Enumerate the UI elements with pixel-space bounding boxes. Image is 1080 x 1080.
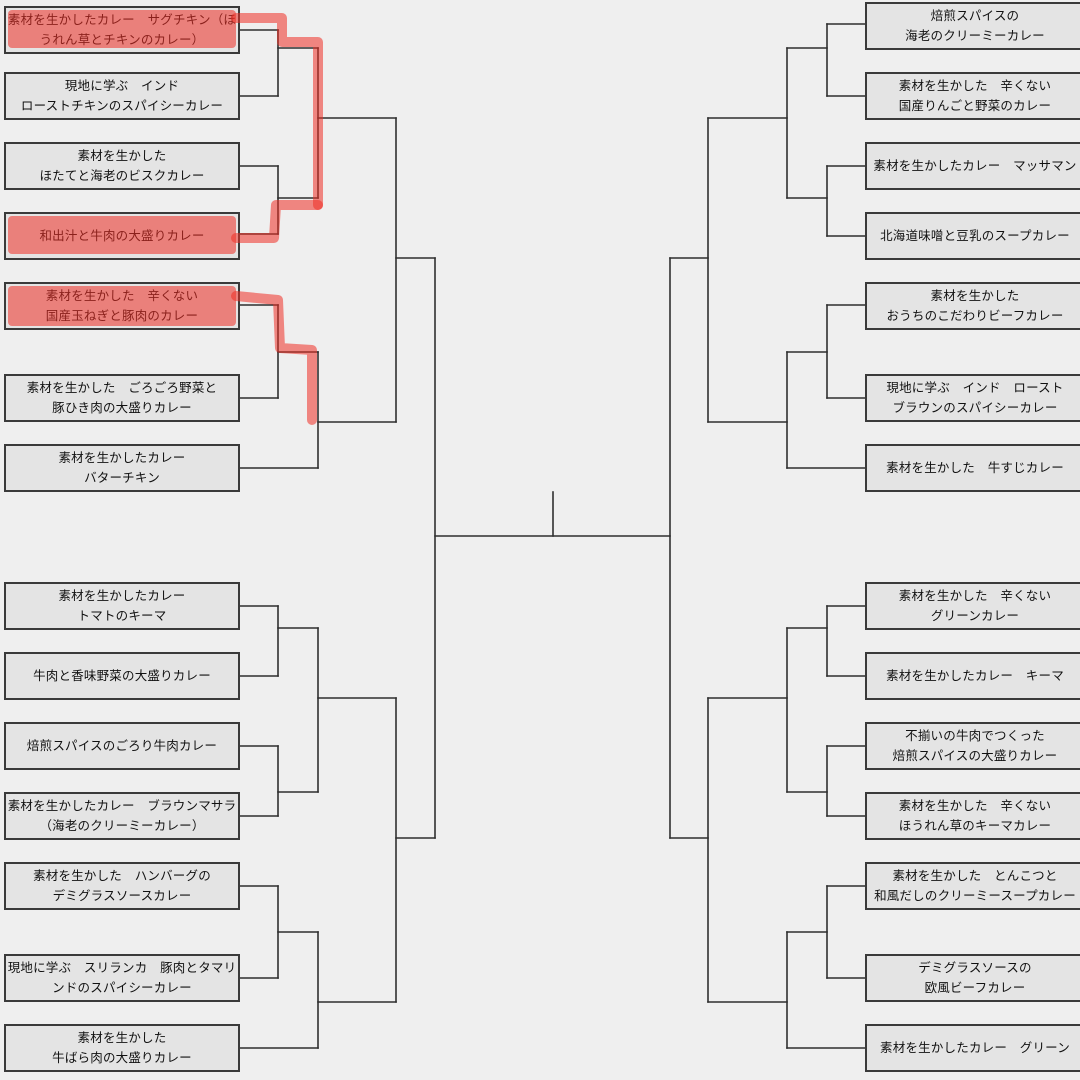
entry-label-line1: 焙煎スパイスの [930,8,1020,23]
entry-label-line1: 素材を生かしたカレー グリーン [880,1040,1070,1055]
bracket-entry-right-bottom-5[interactable]: 素材を生かした とんこつと和風だしのクリーミースープカレー [865,862,1080,910]
bracket-entry-right-bottom-3[interactable]: 不揃いの牛肉でつくった焙煎スパイスの大盛りカレー [865,722,1080,770]
bracket-entry-left-bottom-3[interactable]: 焙煎スパイスのごろり牛肉カレー [4,722,240,770]
entry-label-line2: ブラウンのスパイシーカレー [892,400,1058,415]
entry-label-line2: デミグラスソースカレー [52,888,192,903]
bracket-entry-right-top-3[interactable]: 素材を生かしたカレー マッサマン [865,142,1080,190]
bracket-entry-left-bottom-4[interactable]: 素材を生かしたカレー ブラウンマサラ （海老のクリーミーカレー） [4,792,240,840]
entry-label-line1: 現地に学ぶ スリランカ 豚肉とタマリ [7,960,237,975]
entry-label-line2: （海老のクリーミーカレー） [39,818,205,833]
entry-label-line2: 焙煎スパイスの大盛りカレー [892,748,1058,763]
entry-label-line2: ほたてと海老のビスクカレー [39,168,205,183]
entry-label-line1: デミグラスソースの [918,960,1032,975]
bracket-entry-right-top-5[interactable]: 素材を生かしたおうちのこだわりビーフカレー [865,282,1080,330]
bracket-entry-right-bottom-1[interactable]: 素材を生かした 辛くないグリーンカレー [865,582,1080,630]
entry-label-line2: 国産玉ねぎと豚肉のカレー [45,308,199,323]
entry-label-line2: 和風だしのクリーミースープカレー [874,888,1076,903]
entry-label-line1: 現地に学ぶ インド ロースト [886,380,1064,395]
entry-label-line1: 牛肉と香味野菜の大盛りカレー [33,668,211,683]
entry-label-line2: 国産りんごと野菜のカレー [898,98,1052,113]
entry-label-line1: 現地に学ぶ インド [64,78,180,93]
entry-label-line1: 素材を生かしたカレー ブラウンマサラ [7,798,237,813]
bracket-entry-right-bottom-6[interactable]: デミグラスソースの欧風ビーフカレー [865,954,1080,1002]
entry-label-line1: 和出汁と牛肉の大盛りカレー [39,228,205,243]
bracket-entry-right-top-6[interactable]: 現地に学ぶ インド ローストブラウンのスパイシーカレー [865,374,1080,422]
bracket-entry-right-bottom-7[interactable]: 素材を生かしたカレー グリーン [865,1024,1080,1072]
entry-label-line1: 素材を生かした ごろごろ野菜と [26,380,218,395]
highlight-marker-path [231,200,323,243]
entry-label-line1: 素材を生かしたカレー [58,588,186,603]
entry-label-line1: 北海道味噌と豆乳のスープカレー [880,228,1070,243]
bracket-entry-right-top-7[interactable]: 素材を生かした 牛すじカレー [865,444,1080,492]
entry-label-line1: 素材を生かした 牛すじカレー [886,460,1064,475]
bracket-entry-right-top-2[interactable]: 素材を生かした 辛くない国産りんごと野菜のカレー [865,72,1080,120]
bracket-entry-left-top-4[interactable]: 和出汁と牛肉の大盛りカレー [4,212,240,260]
bracket-entry-left-bottom-6[interactable]: 現地に学ぶ スリランカ 豚肉とタマリンドのスパイシーカレー [4,954,240,1002]
entry-label-line2: グリーンカレー [930,608,1020,623]
bracket-entry-left-top-1[interactable]: 素材を生かしたカレー サグチキン（ほうれん草とチキンのカレー） [4,6,240,54]
entry-label-line1: 素材を生かしたカレー [58,450,186,465]
bracket-entry-right-top-1[interactable]: 焙煎スパイスの海老のクリーミーカレー [865,2,1080,50]
entry-label-line1: 素材を生かした 辛くない [898,588,1052,603]
highlight-marker-path [231,13,323,210]
entry-label-line1: 素材を生かした [930,288,1020,303]
entry-label-line2: 海老のクリーミーカレー [905,28,1045,43]
bracket-entry-right-bottom-4[interactable]: 素材を生かした 辛くないほうれん草のキーマカレー [865,792,1080,840]
entry-label-line2: ほうれん草のキーマカレー [898,818,1052,833]
entry-label-line1: 素材を生かした とんこつと [892,868,1058,883]
entry-label-line1: 素材を生かしたカレー サグチキン（ほ [7,12,237,27]
entry-label-line2: ローストチキンのスパイシーカレー [20,98,224,113]
entry-label-line2: バターチキン [84,470,160,485]
bracket-entry-left-top-7[interactable]: 素材を生かしたカレーバターチキン [4,444,240,492]
entry-label-line2: 欧風ビーフカレー [924,980,1026,995]
bracket-entry-left-bottom-5[interactable]: 素材を生かした ハンバーグのデミグラスソースカレー [4,862,240,910]
entry-label-line1: 不揃いの牛肉でつくった [905,728,1045,743]
entry-label-line2: 牛ばら肉の大盛りカレー [52,1050,192,1065]
entry-label-line2: トマトのキーマ [77,608,167,623]
entry-label-line1: 素材を生かしたカレー キーマ [886,668,1064,683]
entry-label-line1: 素材を生かした [77,1030,167,1045]
entry-label-line1: 素材を生かしたカレー マッサマン [873,158,1077,173]
entry-label-line1: 焙煎スパイスのごろり牛肉カレー [26,738,218,753]
bracket-entry-left-bottom-2[interactable]: 牛肉と香味野菜の大盛りカレー [4,652,240,700]
entry-label-line2: おうちのこだわりビーフカレー [886,308,1064,323]
bracket-entry-left-top-3[interactable]: 素材を生かしたほたてと海老のビスクカレー [4,142,240,190]
highlight-marker-path [231,291,317,425]
bracket-entry-right-top-4[interactable]: 北海道味噌と豆乳のスープカレー [865,212,1080,260]
entry-label-line1: 素材を生かした 辛くない [898,798,1052,813]
bracket-entry-left-top-2[interactable]: 現地に学ぶ インドローストチキンのスパイシーカレー [4,72,240,120]
bracket-entry-right-bottom-2[interactable]: 素材を生かしたカレー キーマ [865,652,1080,700]
entry-label-line2: 豚ひき肉の大盛りカレー [52,400,192,415]
entry-label-line1: 素材を生かした 辛くない [898,78,1052,93]
bracket-entry-left-top-5[interactable]: 素材を生かした 辛くない国産玉ねぎと豚肉のカレー [4,282,240,330]
entry-label-line1: 素材を生かした ハンバーグの [33,868,211,883]
bracket-entry-left-bottom-1[interactable]: 素材を生かしたカレートマトのキーマ [4,582,240,630]
entry-label-line1: 素材を生かした 辛くない [45,288,199,303]
entry-label-line2: うれん草とチキンのカレー） [39,32,205,47]
bracket-entry-left-top-6[interactable]: 素材を生かした ごろごろ野菜と豚ひき肉の大盛りカレー [4,374,240,422]
entry-label-line1: 素材を生かした [77,148,167,163]
entry-label-line2: ンドのスパイシーカレー [52,980,192,995]
bracket-entry-left-bottom-7[interactable]: 素材を生かした牛ばら肉の大盛りカレー [4,1024,240,1072]
